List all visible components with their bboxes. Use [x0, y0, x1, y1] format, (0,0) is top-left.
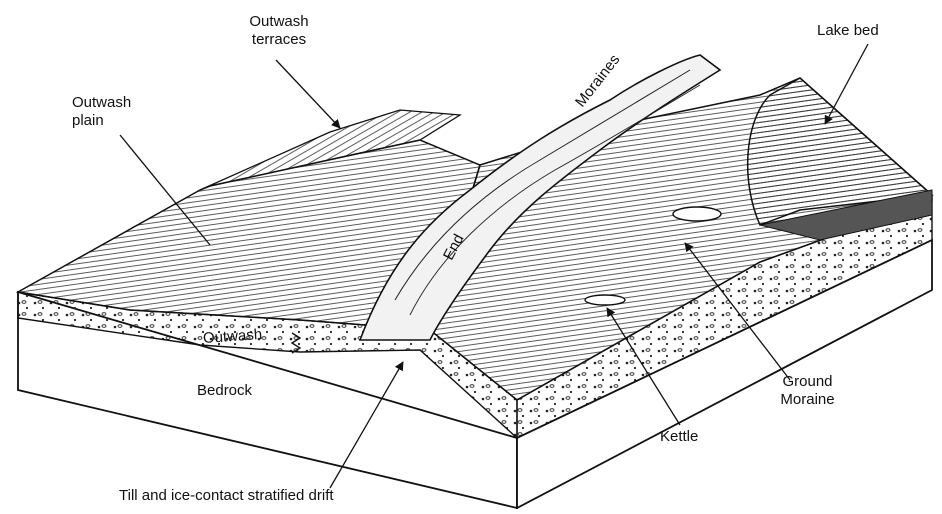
label-ground-moraine-line1: Ground: [770, 373, 845, 391]
label-outwash-plain-line2: plain: [72, 112, 131, 130]
label-bedrock: Bedrock: [197, 382, 252, 400]
kettle-shape: [585, 295, 625, 305]
label-ground-moraine: Ground Moraine: [770, 373, 845, 409]
label-outwash-plain: Outwash plain: [72, 94, 131, 130]
label-kettle: Kettle: [660, 428, 698, 446]
label-outwash-terraces-line1: Outwash: [234, 13, 324, 31]
label-outwash-plain-line1: Outwash: [72, 94, 131, 112]
label-outwash-terraces-line2: terraces: [234, 31, 324, 49]
label-lake-bed: Lake bed: [817, 22, 879, 40]
label-outwash-terraces: Outwash terraces: [234, 13, 324, 49]
label-till: Till and ice-contact stratified drift: [119, 487, 334, 505]
label-ground-moraine-line2: Moraine: [770, 391, 845, 409]
kettle-shape-2: [673, 207, 721, 221]
